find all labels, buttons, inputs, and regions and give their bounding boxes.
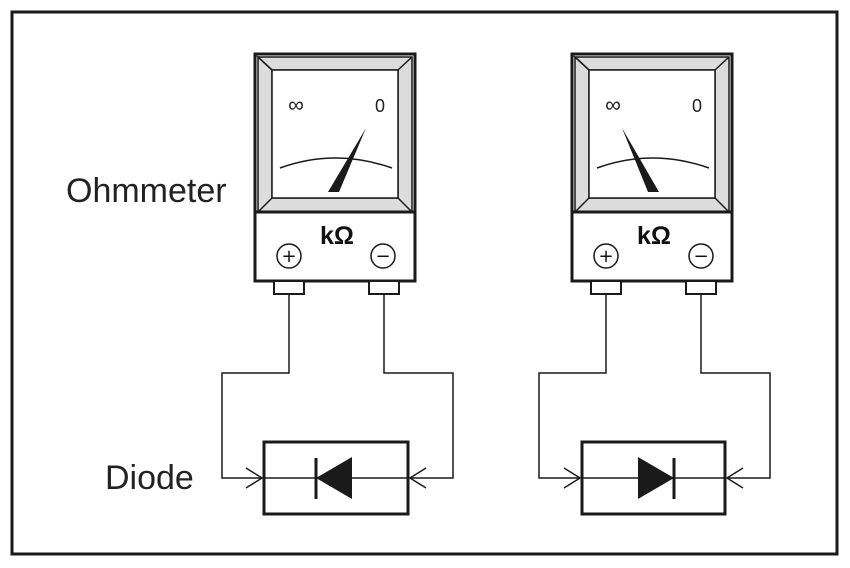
meter-face: [588, 69, 716, 199]
needle: [328, 128, 366, 192]
scale-zero: 0: [375, 96, 385, 116]
scale-arc: [279, 157, 393, 169]
diode-triangle: [316, 457, 352, 499]
diode-triangle: [638, 457, 674, 499]
plus-terminal: +: [276, 243, 302, 269]
scale-arc: [596, 157, 710, 169]
plus-jack: [590, 280, 622, 295]
scale-infinity: ∞: [605, 92, 621, 117]
plus-terminal: +: [593, 243, 619, 269]
minus-terminal: −: [370, 243, 396, 269]
ohmmeter-left: ∞ 0 kΩ + −: [253, 52, 417, 295]
scale-zero: 0: [692, 96, 702, 116]
diode-left: [262, 440, 410, 516]
ohmmeter-right: ∞ 0 kΩ + −: [570, 52, 734, 295]
ohmmeter-label: Ohmmeter: [66, 172, 227, 210]
unit-label: kΩ: [637, 222, 671, 250]
needle: [622, 128, 659, 192]
wires-right: [538, 294, 771, 489]
minus-jack: [368, 280, 400, 295]
unit-label: kΩ: [320, 222, 354, 250]
diode-right: [580, 440, 727, 516]
scale-infinity: ∞: [288, 92, 304, 117]
diode-label: Diode: [105, 459, 194, 497]
plus-jack: [273, 280, 305, 295]
minus-jack: [685, 280, 717, 295]
meter-face: [271, 69, 399, 199]
svg-text:−: −: [375, 246, 390, 267]
wires-left: [221, 294, 454, 489]
minus-terminal: −: [688, 243, 714, 269]
svg-text:−: −: [693, 246, 708, 267]
svg-text:+: +: [281, 246, 296, 267]
svg-text:+: +: [598, 246, 613, 267]
